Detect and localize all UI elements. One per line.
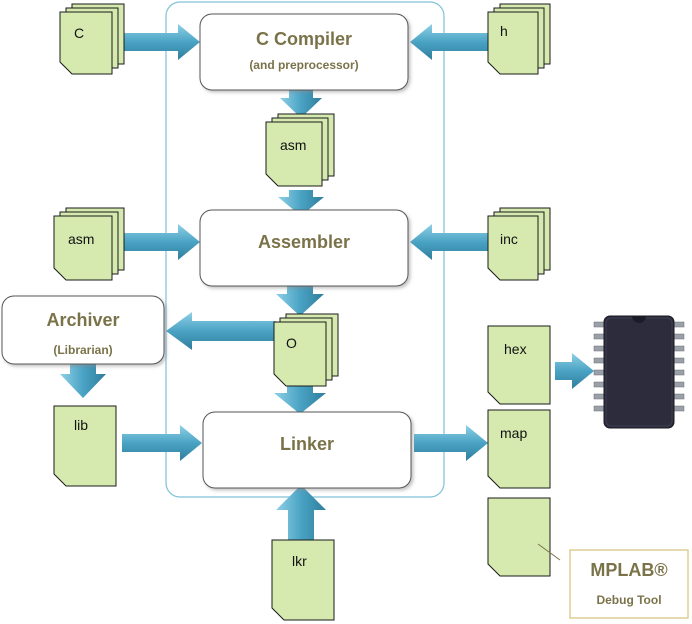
file-asm-output-label: asm	[280, 137, 306, 153]
archiver-box: Archiver (Librarian)	[1, 295, 165, 365]
arrow-h-to-compiler	[410, 24, 488, 60]
file-lib-label: lib	[74, 417, 88, 433]
file-debug-output	[487, 497, 561, 577]
file-asm-input-label: asm	[68, 231, 94, 247]
arrow-asm-to-assembler	[278, 190, 324, 216]
file-lkr: lkr	[271, 539, 335, 621]
assembler-title: Assembler	[258, 232, 350, 252]
file-h-label: h	[500, 23, 508, 39]
file-hex-label: hex	[504, 341, 527, 357]
file-c-label: C	[74, 25, 84, 41]
file-c-stack: C	[59, 3, 125, 75]
file-o-label: O	[286, 335, 297, 351]
arrow-compiler-to-asm	[280, 90, 322, 118]
file-asm-output-stack: asm	[265, 113, 335, 187]
file-asm-input-stack: asm	[53, 207, 125, 281]
arrow-hex-to-chip	[555, 353, 594, 389]
compiler-title: C Compiler	[256, 29, 352, 49]
file-map-label: map	[500, 425, 527, 441]
mplab-title: MPLAB®	[590, 560, 667, 580]
assembler-box: Assembler	[199, 209, 409, 287]
file-inc-label: inc	[500, 231, 518, 247]
file-inc-stack: inc	[487, 207, 551, 281]
mplab-subtitle: Debug Tool	[596, 593, 661, 607]
arrow-c-to-compiler	[122, 24, 200, 60]
mplab-debug-tool-box: MPLAB® Debug Tool	[569, 549, 689, 619]
file-lkr-label: lkr	[292, 553, 307, 569]
arrow-o-to-archiver	[166, 312, 276, 350]
arrow-asm-to-assembler-left	[122, 224, 200, 260]
arrow-linker-to-map	[414, 425, 488, 461]
archiver-title: Archiver	[46, 310, 119, 330]
arrow-lib-to-linker	[122, 425, 202, 461]
microcontroller-chip-icon	[593, 315, 685, 429]
arrow-inc-to-assembler	[410, 224, 488, 260]
file-h-stack: h	[487, 3, 551, 75]
arrow-lkr-to-linker	[276, 485, 326, 540]
linker-box: Linker	[202, 411, 412, 489]
linker-title: Linker	[280, 434, 334, 454]
file-map: map	[487, 409, 551, 489]
compiler-subtitle: (and preprocessor)	[249, 58, 358, 72]
file-lib: lib	[53, 405, 117, 487]
arrow-archiver-to-lib	[60, 364, 106, 398]
file-o-stack: O	[273, 313, 339, 387]
compiler-box: C Compiler (and preprocessor)	[199, 13, 409, 91]
arrow-o-to-linker	[274, 386, 326, 414]
archiver-subtitle: (Librarian)	[53, 343, 112, 357]
file-hex: hex	[487, 325, 551, 405]
arrow-assembler-to-o	[276, 286, 324, 316]
